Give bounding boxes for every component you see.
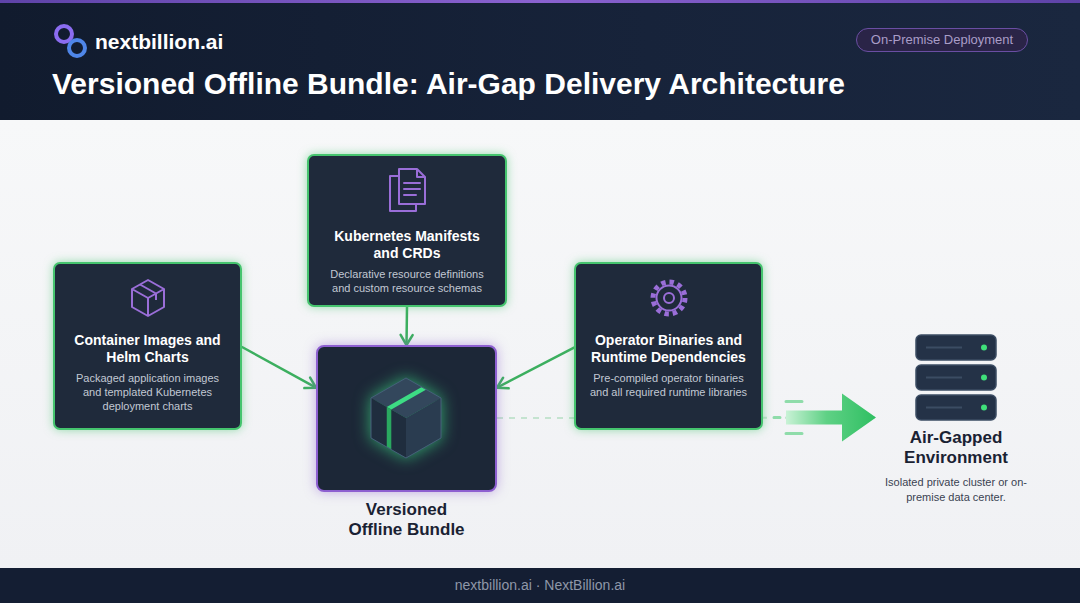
arrow-head: [497, 378, 509, 389]
bundle-title: Versioned Offline Bundle: [341, 500, 472, 541]
card-heading: Container Images and Helm Charts: [68, 332, 227, 366]
deployment-badge: On-Premise Deployment: [856, 28, 1028, 52]
arrow-line: [242, 347, 316, 388]
card-description: Declarative resource definitions and cus…: [322, 267, 492, 296]
bundle-cube: [356, 368, 456, 468]
component-card: Operator Binaries and Runtime Dependenci…: [574, 262, 763, 430]
component-card: Container Images and Helm ChartsPackaged…: [53, 262, 242, 430]
arrow-line: [405, 307, 408, 345]
brand-name: nextbillion.ai: [95, 29, 223, 54]
environment-description: Isolated private cluster or on-premise d…: [876, 475, 1036, 505]
motion-dashes: [774, 402, 802, 434]
component-card: Kubernetes Manifests and CRDsDeclarative…: [307, 154, 507, 307]
diagram-title: Versioned Offline Bundle: Air-Gap Delive…: [52, 66, 845, 102]
documents-icon: [385, 166, 429, 214]
flow-arrow: [401, 307, 413, 345]
gear-icon: [647, 276, 691, 320]
card-heading: Operator Binaries and Runtime Dependenci…: [589, 332, 748, 366]
brand-logo: [50, 20, 92, 62]
accent-line: [0, 0, 1080, 3]
card-description: Pre-compiled operator binaries and all r…: [589, 371, 748, 400]
footer-text: nextbillion.ai · NextBillion.ai: [0, 577, 1080, 594]
package-icon: [126, 276, 170, 320]
card-description: Packaged application images and template…: [68, 371, 227, 414]
header-band: [0, 0, 1080, 120]
arrow-head: [304, 378, 316, 389]
arrow-line: [497, 348, 574, 388]
arrow-head: [401, 335, 413, 345]
flow-arrow: [242, 347, 316, 388]
card-heading: Kubernetes Manifests and CRDs: [322, 228, 492, 262]
environment-title: Air-Gapped Environment: [876, 428, 1036, 467]
flow-arrow: [497, 348, 574, 389]
server-icon: [912, 332, 1000, 424]
